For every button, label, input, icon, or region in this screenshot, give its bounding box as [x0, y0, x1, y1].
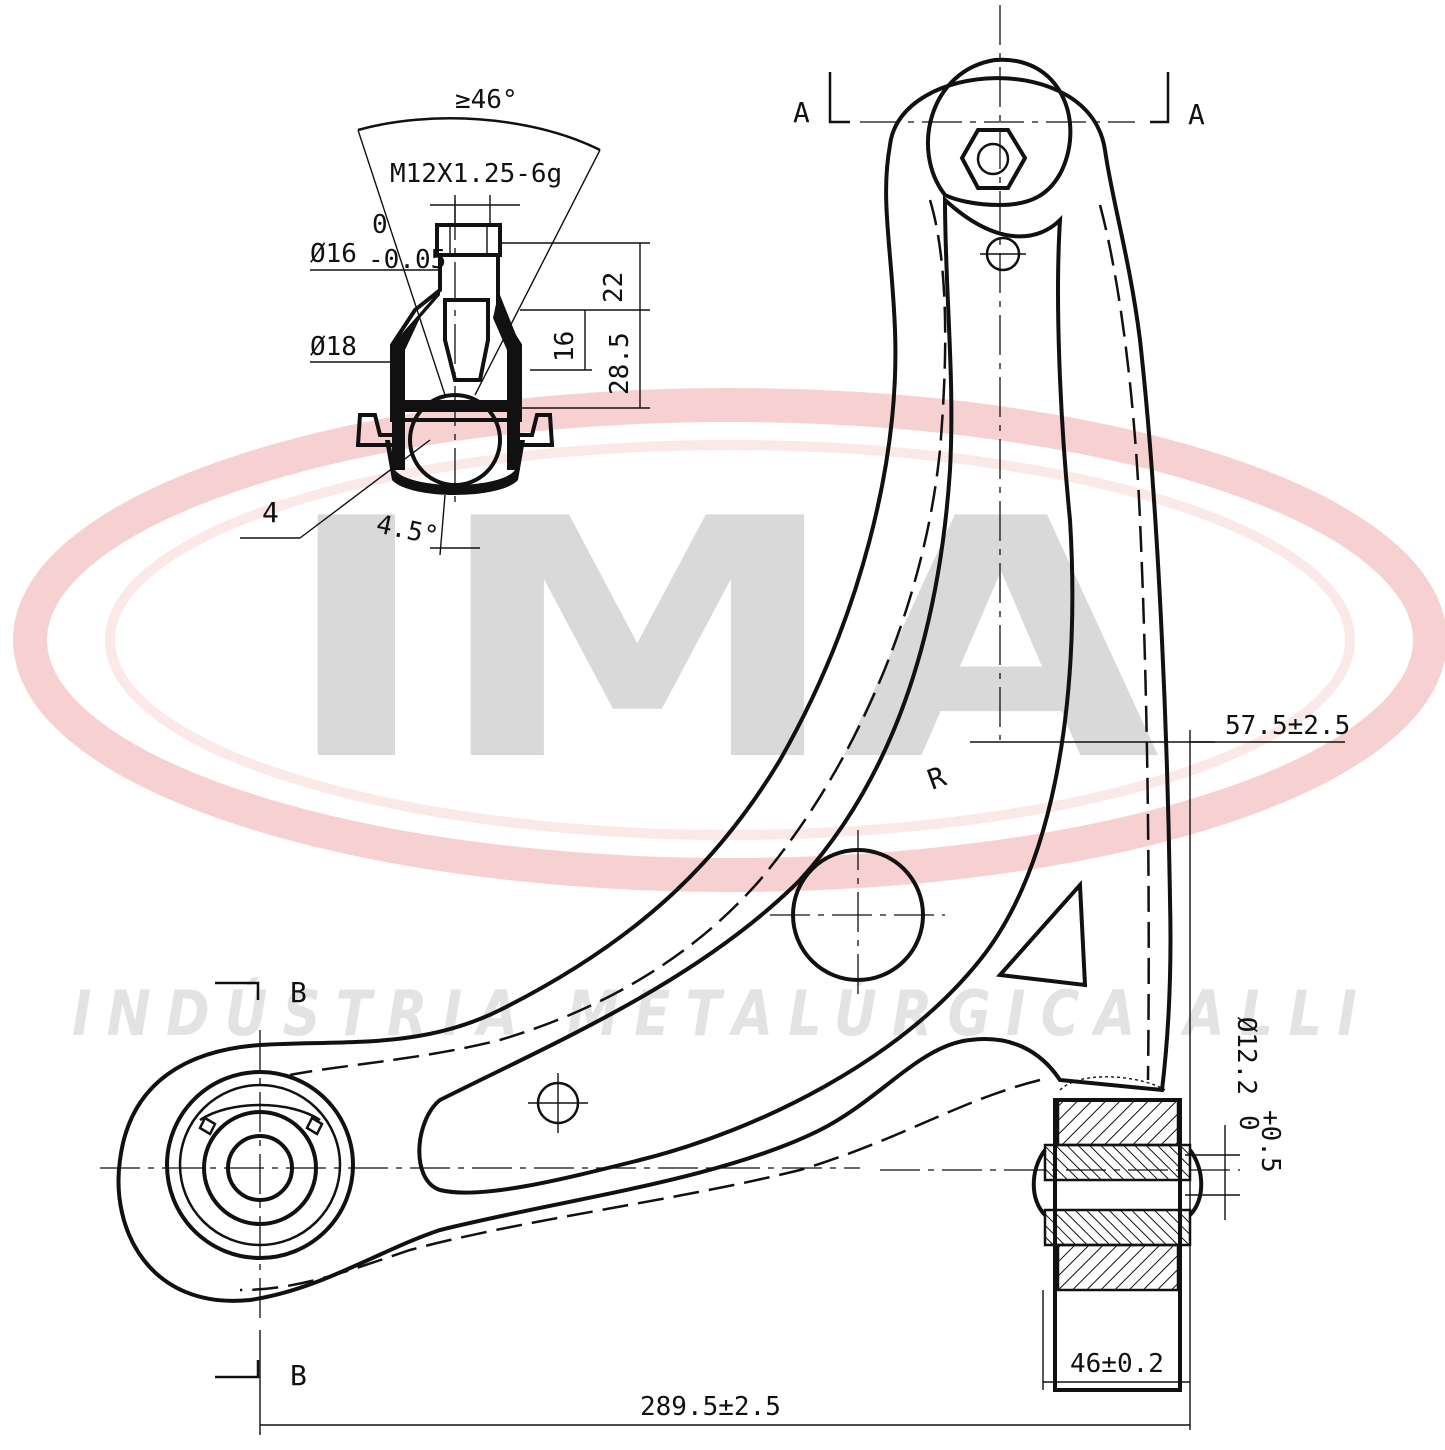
- ball-joint-item-number: 4: [262, 496, 279, 529]
- overall-length-dimension: 289.5±2.5: [640, 1392, 781, 1422]
- arm-outer-contour: [116, 76, 1173, 1303]
- ball-joint-body-diameter: Ø18: [310, 332, 357, 362]
- dimensions: 57.5±2.5 46±0.2 289.5±2.5: [259, 711, 1350, 1435]
- ball-joint-thread: M12X1.25-6g: [390, 159, 562, 189]
- ball-joint-height-total: 28.5: [605, 332, 635, 395]
- section-b-top: B: [290, 976, 307, 1009]
- ball-joint-tol-lower: -0.05: [368, 245, 446, 275]
- rear-bushing-lower2: [1043, 1208, 1192, 1247]
- bushing-width-dimension: 46±0.2: [1070, 1349, 1164, 1379]
- rear-bushing-upper: [1056, 1098, 1180, 1147]
- hex-nut-icon: [959, 128, 1028, 190]
- front-bushing: B B: [100, 976, 860, 1392]
- rear-bushing-upper2: [1043, 1143, 1192, 1182]
- watermark-logo-text: IMA: [280, 449, 1163, 833]
- offset-dimension: 57.5±2.5: [1225, 711, 1350, 741]
- eye-inner-circle: [925, 57, 1073, 208]
- ball-joint-eye: A A: [793, 5, 1205, 740]
- section-a-right: A: [1188, 98, 1205, 131]
- rear-bushing: Ø12.2 +0.5 0: [880, 1017, 1285, 1392]
- ball-joint-height-top: 22: [599, 272, 629, 303]
- bushing-diameter-label: Ø12.2: [1231, 1017, 1261, 1095]
- arm-inner-slot: [417, 195, 1075, 1195]
- ball-joint-detail: ≥46° M12X1.25-6g Ø16 0 -0.05 Ø18 22: [240, 85, 650, 556]
- section-a-left: A: [793, 96, 810, 129]
- ball-joint-angle: ≥46°: [455, 85, 518, 115]
- ball-stud-top: [435, 223, 502, 257]
- bushing-outer: [165, 1070, 355, 1260]
- arm-outer-dashed: [1098, 204, 1150, 1081]
- watermark-ring-outer: [13, 388, 1445, 892]
- arm-inner-dashed: [289, 199, 947, 1077]
- section-b-bottom: B: [290, 1359, 307, 1392]
- arm-lower-dashed: [239, 1078, 1041, 1292]
- control-arm: R: [116, 76, 1173, 1303]
- bushing-tol-upper: +0.5: [1255, 1110, 1285, 1173]
- watermark-company: INDÚSTRIA METALÚRGICA ALLI: [72, 977, 1372, 1050]
- rear-bushing-lower: [1056, 1243, 1180, 1292]
- ball-joint-height-inner: 16: [550, 331, 580, 362]
- ball-joint-diameter: Ø16: [310, 239, 357, 269]
- ball-joint-tol-upper: 0: [372, 210, 388, 240]
- triangle-cutout: [995, 880, 1088, 988]
- bushing-tol-lower: 0: [1233, 1115, 1263, 1131]
- watermark: IMA INDÚSTRIA METALÚRGICA ALLI: [13, 388, 1445, 1050]
